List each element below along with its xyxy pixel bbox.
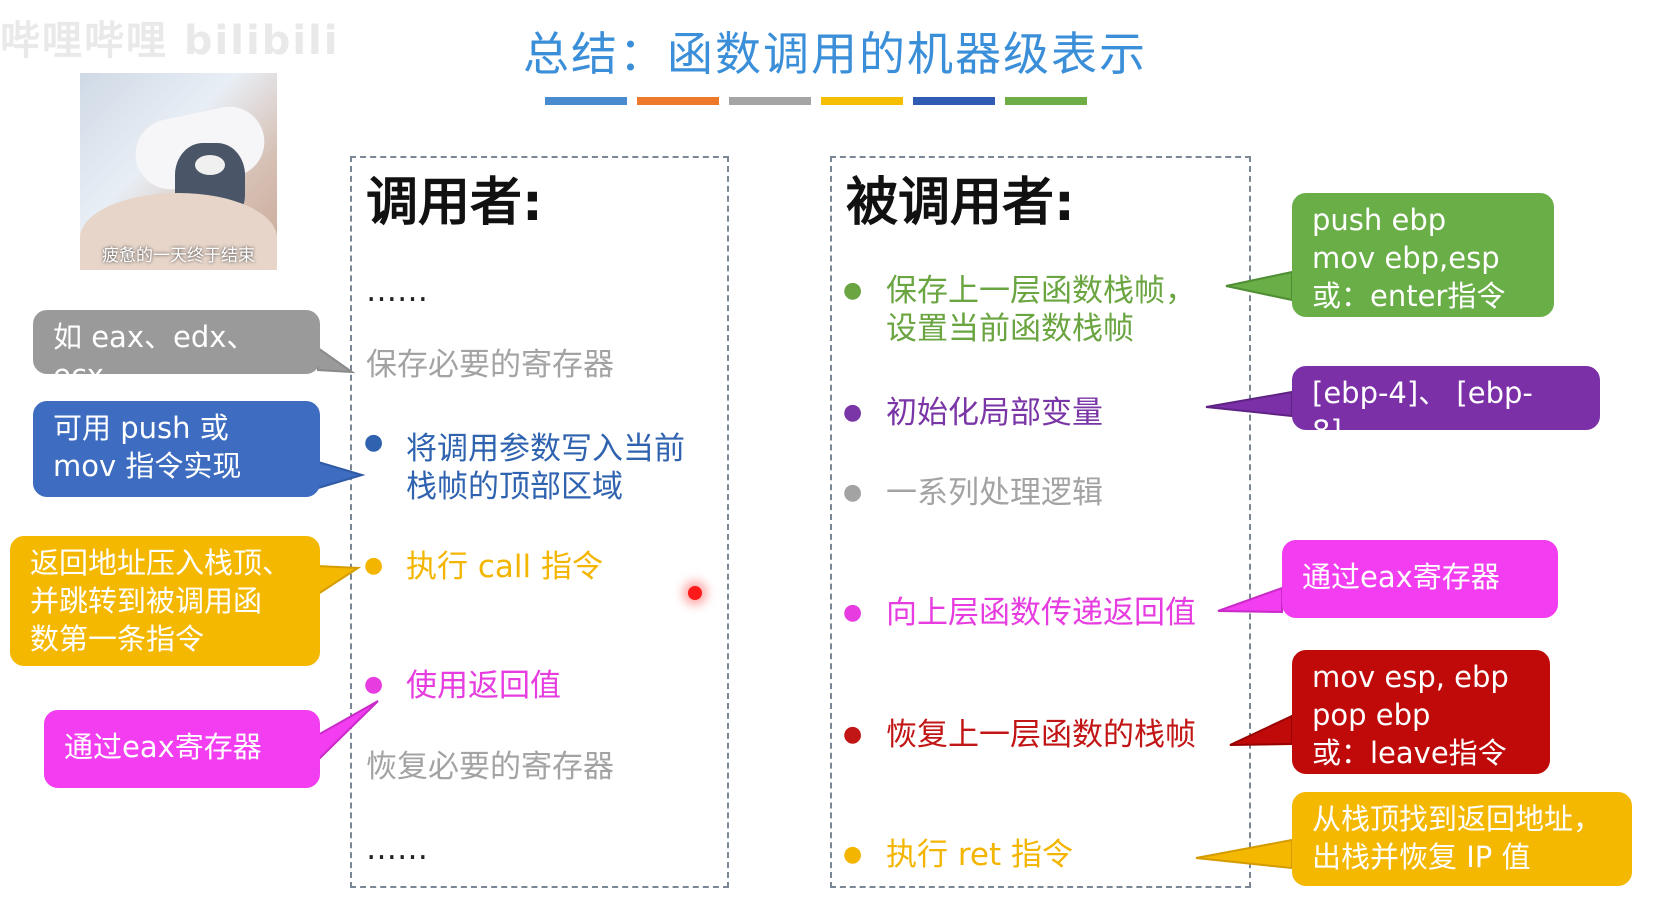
callee-init-locals: 初始化局部变量 [886,395,1103,431]
meme-caption: 疲惫的一天终于结束 [102,246,255,266]
callout-line: 通过eax寄存器 [1302,560,1500,594]
color-bar-2 [637,97,719,105]
caller-panel [350,156,729,888]
caller-write-args-line2: 栈帧的顶部区域 [406,469,623,505]
caller-restore-registers: 恢复必要的寄存器 [366,749,614,785]
callout-line: 并跳转到被调用函 [30,584,263,618]
callout-line: 返回地址压入栈顶、 [30,546,292,580]
callee-save-frame-line1: 保存上一层函数栈帧， [886,273,1196,309]
callee-processing-logic: 一系列处理逻辑 [886,475,1103,511]
callout-line: 从栈顶找到返回地址， [1312,802,1603,836]
callout-line: [ebp-4]、 [ebp-8]... [1312,376,1533,448]
callee-heading: 被调用者: [846,173,1075,233]
callout-line: 数第一条指令 [30,622,205,656]
color-bar-6 [1005,97,1087,105]
color-bar-4 [821,97,903,105]
bullet-dot: ● [364,430,384,455]
bullet-dot: ● [843,480,863,505]
callee-restore-frame: 恢复上一层函数的栈帧 [886,717,1196,753]
bullet-dot: ● [843,842,863,867]
callee-return-value: 向上层函数传递返回值 [886,595,1196,631]
callee-save-frame-line2: 设置当前函数栈帧 [886,311,1134,347]
callout-call-explanation: 返回地址压入栈顶、 并跳转到被调用函 数第一条指令 [10,536,320,666]
bullet-dot: ● [843,400,863,425]
bullet-dot: ● [843,722,863,747]
caller-save-registers: 保存必要的寄存器 [366,347,614,383]
color-bar-strip [545,97,1087,105]
bullet-dot: ● [843,278,863,303]
callout-line: 出栈并恢复 IP 值 [1312,840,1531,874]
callout-line: mov 指令实现 [53,449,242,483]
bullet-dot: ● [843,600,863,625]
blanket-shape [80,193,277,270]
callout-line: mov esp, ebp [1312,660,1509,694]
caller-use-return-value: 使用返回值 [406,668,561,704]
color-bar-3 [729,97,811,105]
callout-line: 如 eax、edx、ecx [53,320,256,392]
callout-leave-instruction: mov esp, ebp pop ebp 或：leave指令 [1292,650,1550,774]
callout-line: push ebp [1312,203,1447,237]
callout-enter-instruction: push ebp mov ebp,esp 或：enter指令 [1292,193,1554,317]
caller-ellipsis-top: …… [366,273,428,309]
caller-call-instruction: 执行 call 指令 [406,549,603,585]
callout-line: 或：enter指令 [1312,279,1506,313]
callout-line: pop ebp [1312,698,1431,732]
callout-line: 可用 push 或 [53,411,229,445]
callout-eax-caller: 通过eax寄存器 [44,710,320,788]
tired-cat-meme-image: 疲惫的一天终于结束 [80,73,277,270]
bullet-dot: ● [364,553,384,578]
callout-ret-explanation: 从栈顶找到返回地址， 出栈并恢复 IP 值 [1292,792,1632,886]
callout-registers-example: 如 eax、edx、ecx [33,310,320,392]
tail-gray [317,346,356,374]
callout-eax-callee: 通过eax寄存器 [1282,540,1558,618]
callout-line: 或：leave指令 [1312,736,1507,770]
callout-line: mov ebp,esp [1312,241,1500,275]
color-bar-5 [913,97,995,105]
caller-ellipsis-bottom: …… [366,831,428,867]
caller-heading: 调用者: [366,173,543,233]
callee-panel [830,156,1251,888]
bilibili-watermark: 哔哩哔哩 bilibili [0,18,340,64]
caller-write-args-line1: 将调用参数写入当前 [406,431,685,467]
color-bar-1 [545,97,627,105]
callout-local-vars: [ebp-4]、 [ebp-8]... [1292,366,1600,448]
bullet-dot: ● [364,672,384,697]
callout-line: 通过eax寄存器 [64,730,262,764]
callee-ret-instruction: 执行 ret 指令 [886,837,1073,873]
laser-pointer-dot [688,586,702,600]
page-title: 总结：函数调用的机器级表示 [523,27,1147,81]
callout-push-mov: 可用 push 或 mov 指令实现 [33,401,320,497]
